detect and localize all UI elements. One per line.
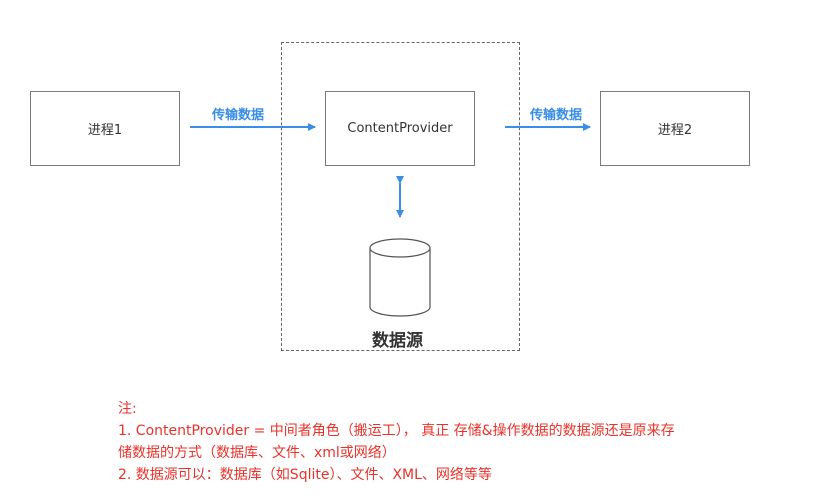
process2-box: 进程2 (600, 91, 750, 166)
content-provider-label: ContentProvider (347, 121, 453, 136)
database-icon (369, 238, 431, 317)
notes-line-3: 2. 数据源可以：数据库（如Sqlite）、文件、XML、网络等等 (118, 467, 492, 483)
arrow-left-label: 传输数据 (212, 108, 265, 123)
datasource-label: 数据源 (372, 331, 423, 351)
notes-title: 注: (118, 401, 137, 417)
notes-block: 注: 1. ContentProvider = 中间者角色（搬运工）， 真正 存… (118, 398, 778, 486)
content-provider-box: ContentProvider (325, 91, 475, 166)
notes-line-1: 1. ContentProvider = 中间者角色（搬运工）， 真正 存储&操… (118, 423, 675, 439)
process1-label: 进程1 (87, 123, 123, 138)
process1-box: 进程1 (30, 91, 180, 166)
process2-label: 进程2 (657, 123, 693, 138)
arrow-right-label: 传输数据 (530, 108, 583, 123)
notes-line-2: 储数据的方式（数据库、文件、xml或网络） (118, 445, 396, 461)
provider-container (281, 42, 520, 351)
